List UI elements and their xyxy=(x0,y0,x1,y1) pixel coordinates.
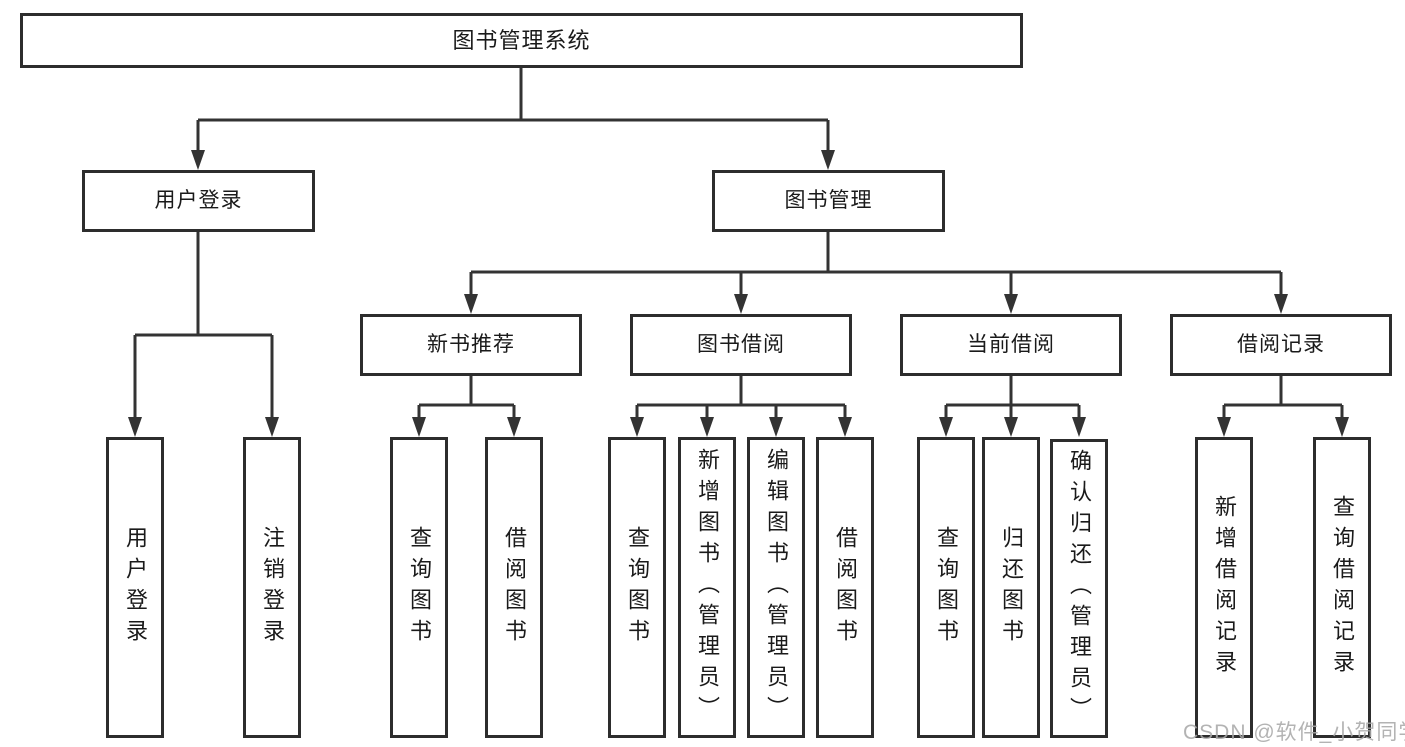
node-current-borrowing: 当前借阅 xyxy=(900,314,1122,376)
leaf-borrowing-add-books-admin: 新增图书（管理员） xyxy=(678,437,736,738)
arrowheads xyxy=(128,150,1349,437)
leaf-borrowing-query-books: 查询图书 xyxy=(608,437,666,738)
leaf-records-query-borrow-record: 查询借阅记录 xyxy=(1313,437,1371,738)
leaf-recommend-query-books: 查询图书 xyxy=(390,437,448,738)
leaf-current-confirm-return-admin: 确认归还（管理员） xyxy=(1050,439,1108,738)
leaf-user-login: 用户登录 xyxy=(106,437,164,738)
leaf-borrowing-edit-books-admin: 编辑图书（管理员） xyxy=(747,437,805,738)
node-book-borrowing: 图书借阅 xyxy=(630,314,852,376)
leaf-recommend-borrow-books: 借阅图书 xyxy=(485,437,543,738)
node-user-login-branch: 用户登录 xyxy=(82,170,315,232)
node-book-management-branch: 图书管理 xyxy=(712,170,945,232)
leaf-records-add-borrow-record: 新增借阅记录 xyxy=(1195,437,1253,738)
leaf-current-query-books: 查询图书 xyxy=(917,437,975,738)
node-library-management-system: 图书管理系统 xyxy=(20,13,1023,68)
leaf-borrowing-borrow-books: 借阅图书 xyxy=(816,437,874,738)
leaf-current-return-books: 归还图书 xyxy=(982,437,1040,738)
csdn-watermark: CSDN @软件_小贺同学 xyxy=(1183,721,1405,744)
node-borrowing-records: 借阅记录 xyxy=(1170,314,1392,376)
leaf-logout-login: 注销登录 xyxy=(243,437,301,738)
node-new-book-recommendation: 新书推荐 xyxy=(360,314,582,376)
connector-paths xyxy=(133,68,1344,418)
